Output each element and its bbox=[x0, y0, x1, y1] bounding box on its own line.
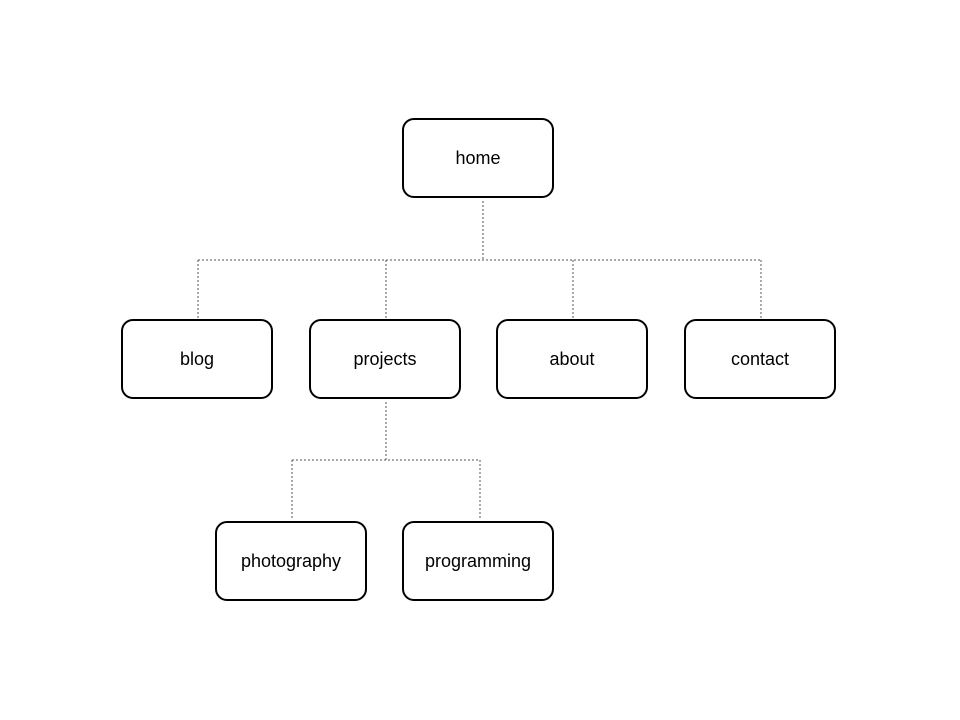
node-contact-label: contact bbox=[730, 348, 790, 369]
node-photography: photography bbox=[215, 521, 367, 601]
node-programming-label: programming bbox=[424, 550, 532, 571]
node-contact: contact bbox=[684, 319, 836, 399]
node-home-label: home bbox=[455, 147, 501, 168]
node-home: home bbox=[402, 118, 554, 198]
node-about-label: about bbox=[549, 348, 595, 369]
node-blog-label: blog bbox=[179, 348, 215, 369]
node-about: about bbox=[496, 319, 648, 399]
node-photography-label: photography bbox=[240, 550, 342, 571]
node-projects: projects bbox=[309, 319, 461, 399]
node-projects-label: projects bbox=[353, 348, 417, 369]
node-programming: programming bbox=[402, 521, 554, 601]
node-blog: blog bbox=[121, 319, 273, 399]
